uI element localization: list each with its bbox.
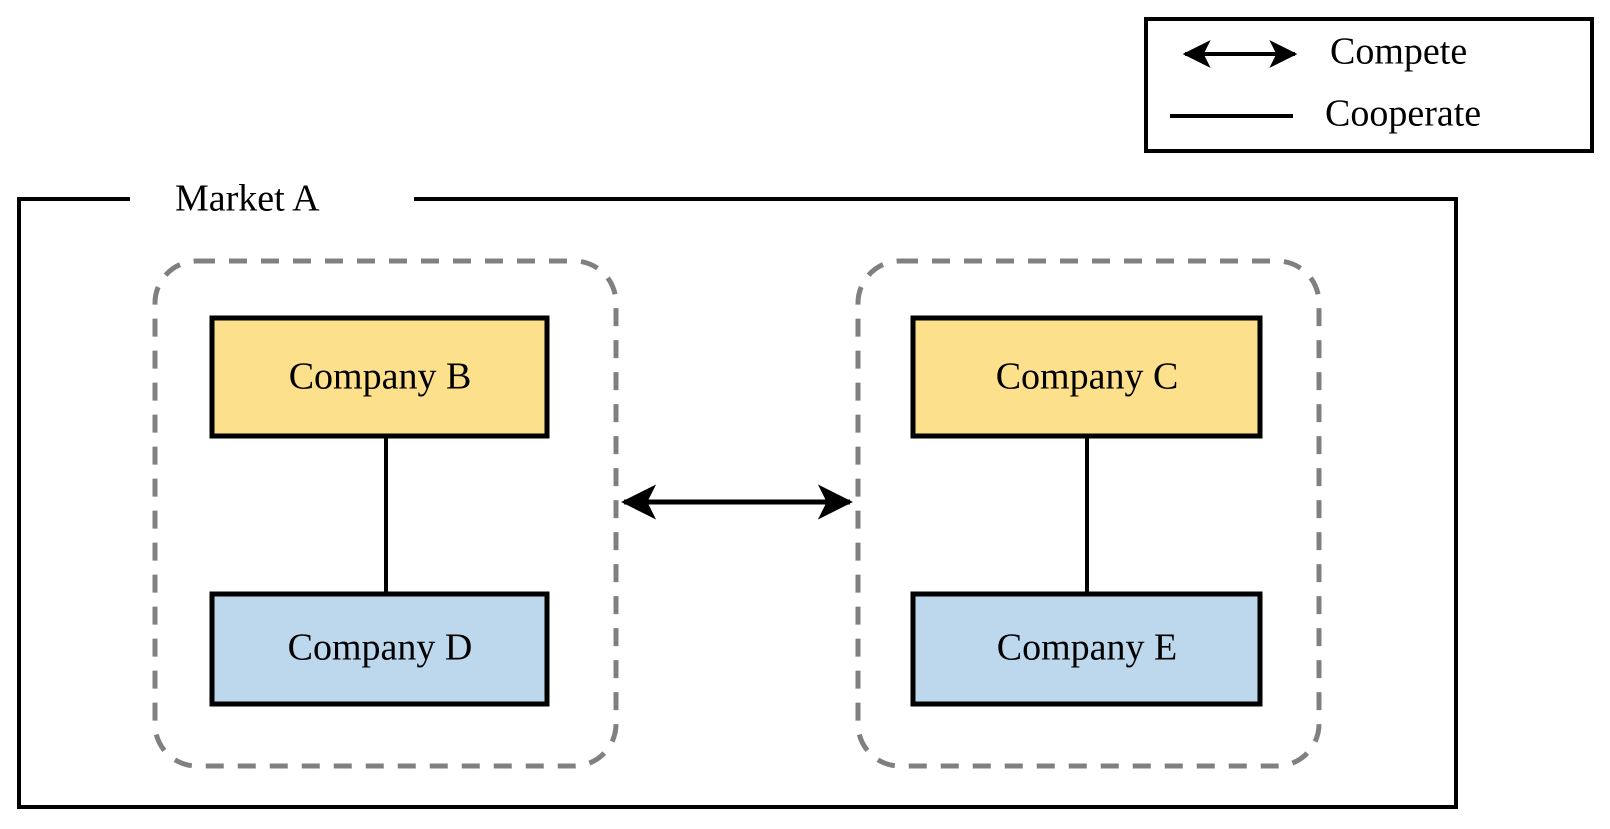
group-right-boundary [855, 258, 1322, 769]
node-company-d-box[interactable] [209, 591, 550, 707]
node-company-b-box[interactable] [209, 315, 550, 439]
node-company-e-label: Company E [997, 627, 1177, 669]
node-company-d-label: Company D [288, 627, 473, 669]
legend: Compete Cooperate [1144, 17, 1594, 153]
node-company-d[interactable]: Company D [209, 591, 550, 707]
node-company-b-label: Company B [289, 356, 472, 398]
legend-label-compete: Compete [1330, 31, 1467, 73]
group-left-boundary [152, 258, 619, 769]
legend-item-cooperate: Cooperate [1170, 93, 1481, 135]
node-company-c-box[interactable] [910, 315, 1263, 439]
legend-label-cooperate: Cooperate [1325, 93, 1481, 135]
node-company-b[interactable]: Company B [209, 315, 550, 439]
node-company-c-label: Company C [996, 356, 1179, 398]
market-container: Market A [17, 178, 1458, 809]
node-company-e-box[interactable] [910, 591, 1263, 707]
node-company-e[interactable]: Company E [910, 591, 1263, 707]
market-label: Market A [175, 178, 320, 220]
node-company-c[interactable]: Company C [910, 315, 1263, 439]
legend-item-compete: Compete [1182, 31, 1467, 73]
